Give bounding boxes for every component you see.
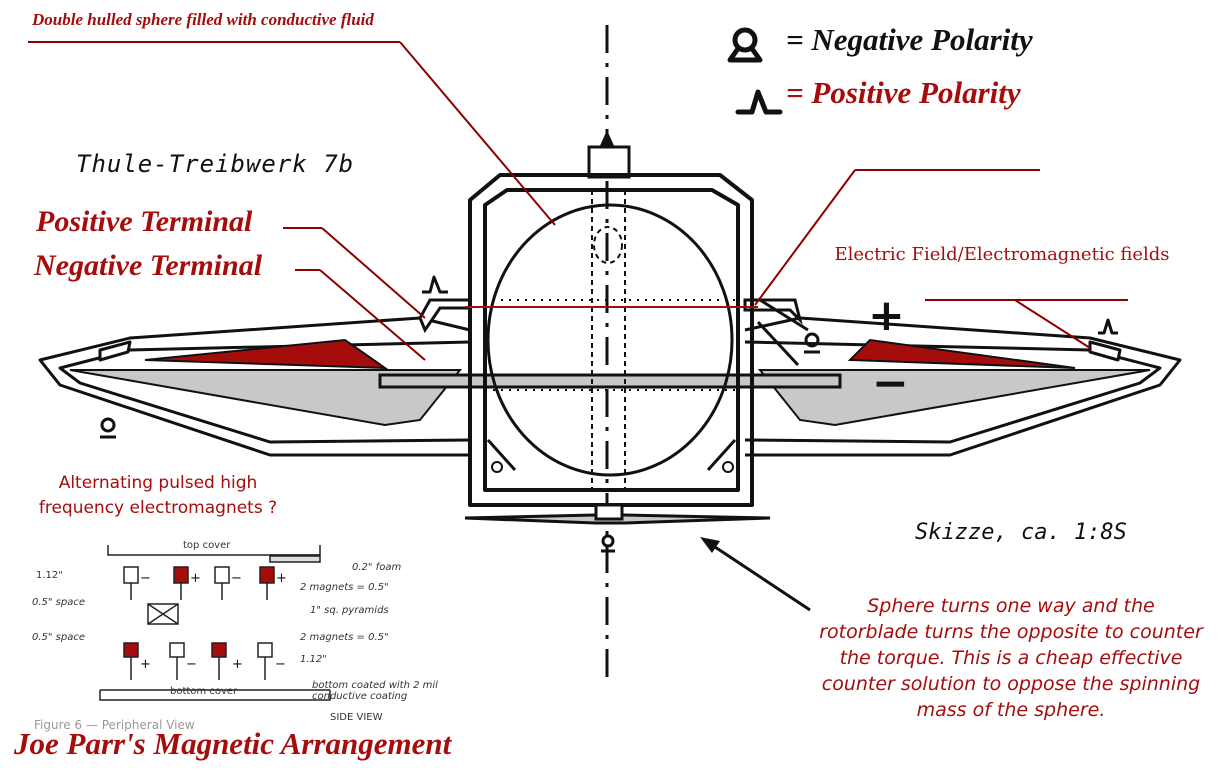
small-negative-icon-right [804, 332, 820, 354]
rotor-pointer-line [711, 543, 811, 612]
small-positive-icon-left [422, 275, 448, 294]
inset-minus-4: − [275, 657, 286, 672]
positive-polarity-icon [735, 89, 783, 115]
negative-terminal-label: Negative Terminal [34, 249, 263, 282]
axis-arrow-icon [599, 130, 615, 148]
right-terminal-plate [743, 298, 803, 325]
small-negative-icon-bottom [601, 534, 615, 553]
small-negative-icon-left [100, 417, 116, 439]
right-wing [744, 316, 1182, 457]
top-cap [587, 145, 631, 179]
rotor-bar [378, 373, 842, 389]
positive-terminal-label: Positive Terminal [36, 205, 253, 238]
inset-coating: bottom coated with 2 mil conductive coat… [312, 680, 438, 702]
inset-bottom-cover: bottom cover [170, 686, 238, 697]
legend-negative-label: = Negative Polarity [786, 22, 1033, 57]
sphere-housing [468, 173, 754, 507]
legend-positive-label: = Positive Polarity [786, 75, 1021, 110]
plus-sign: + [868, 290, 905, 341]
inset-side-view: SIDE VIEW [330, 712, 383, 723]
rotor-pointer-arrow-icon [700, 537, 720, 553]
inset-minus-3: − [186, 657, 197, 672]
inset-magnets-bottom: 2 magnets = 0.5" [300, 632, 389, 643]
bottom-hub [594, 503, 624, 521]
inset-plus-3: + [140, 657, 151, 672]
inner-shaft [591, 190, 626, 490]
inset-space-bottom: 0.5" space [32, 632, 86, 643]
sphere-title-label: Double hulled sphere filled with conduct… [32, 10, 374, 29]
sphere-note: Sphere turns one way and the rotorblade … [819, 595, 1203, 721]
conductive-sphere [486, 203, 734, 477]
left-terminal-black-line [756, 320, 800, 367]
electric-field-label: Electric Field/Electromagnetic fields [834, 244, 1170, 265]
inset-minus-2: − [231, 571, 242, 586]
inset-pyramids: 1" sq. pyramids [310, 605, 389, 616]
sketch-title: Thule-Treibwerk 7b [76, 150, 355, 178]
inset-plus-4: + [232, 657, 243, 672]
inset-plus-2: + [276, 571, 287, 586]
leader-lines [28, 41, 1128, 361]
right-red-plate [847, 338, 1076, 369]
right-terminal-black-line [759, 298, 809, 332]
small-positive-icon-right [1098, 318, 1118, 335]
left-red-plate [144, 338, 389, 370]
bolts [491, 461, 734, 473]
right-gray-plate [757, 369, 1151, 427]
inset-figure-caption: Figure 6 — Peripheral View [34, 718, 195, 732]
scale-label: Skizze, ca. 1:8S [915, 520, 1127, 545]
left-gray-plate [69, 369, 463, 427]
negative-polarity-icon [727, 27, 763, 63]
inset-foam: 0.2" foam [352, 562, 402, 573]
joe-parr-label: Joe Parr's Magnetic Arrangement [14, 726, 452, 761]
inset-top-cover: top cover [183, 540, 231, 551]
inset-plus-1: + [190, 571, 201, 586]
inset-minus-1: − [140, 571, 151, 586]
corner-braces [486, 438, 737, 472]
alternating-magnets-label: Alternating pulsed high frequency electr… [38, 473, 278, 518]
inset-dim-bottom: 1.12" [300, 654, 327, 665]
inset-dim-top: 1.12" [36, 570, 63, 581]
inset-space-top: 0.5" space [32, 597, 86, 608]
magnet-inset [99, 545, 331, 701]
inset-magnets-top: 2 magnets = 0.5" [300, 582, 389, 593]
minus-sign: − [872, 358, 909, 409]
